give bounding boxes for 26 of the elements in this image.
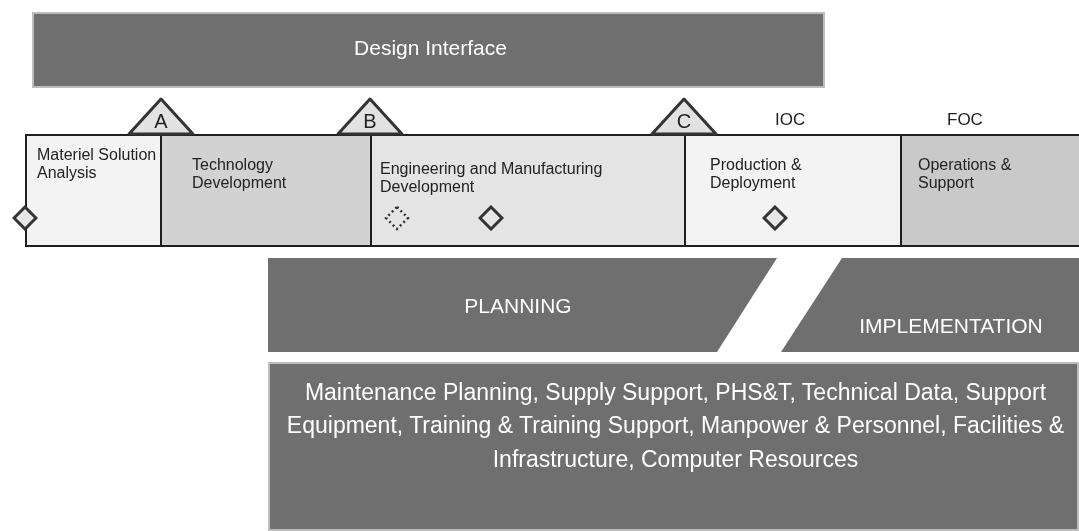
phase-box (25, 134, 162, 247)
phase-name: Materiel Solution Analysis (37, 146, 157, 183)
milestone-label: FOC (947, 110, 983, 130)
phase-name: Engineering and Manufacturing Development (380, 160, 604, 197)
implementation-band (781, 258, 1079, 352)
band-text: PLANNING (463, 294, 573, 319)
band-text: Maintenance Planning, Supply Support, PHS&T, Technical Data, Support Equipment, Training & Training Support, Manpower & Personnel, Facilities & Infrastructure, Computer Resources (285, 378, 1066, 474)
phase-name: Operations & Support (918, 156, 1013, 193)
band-text: Design Interface (353, 36, 508, 61)
band-text: IMPLEMENTATION (858, 314, 1044, 339)
phase-box (900, 134, 1079, 247)
milestone-letter: A (153, 109, 169, 134)
milestone-label: IOC (775, 110, 806, 130)
planning-band (268, 258, 777, 352)
phase-name: Production & Deployment (710, 156, 803, 193)
design-interface-banner (32, 12, 825, 88)
milestone-triangle (650, 97, 718, 135)
phase-box (370, 134, 686, 247)
milestone-triangle (127, 97, 195, 135)
milestone-triangle (336, 97, 404, 135)
phase-box (160, 134, 372, 247)
milestone-letter: B (362, 109, 378, 134)
milestone-letter: C (675, 109, 693, 134)
phase-box (684, 134, 902, 247)
phase-name: Technology Development (192, 156, 288, 193)
logistics-elements-panel (268, 362, 1079, 531)
